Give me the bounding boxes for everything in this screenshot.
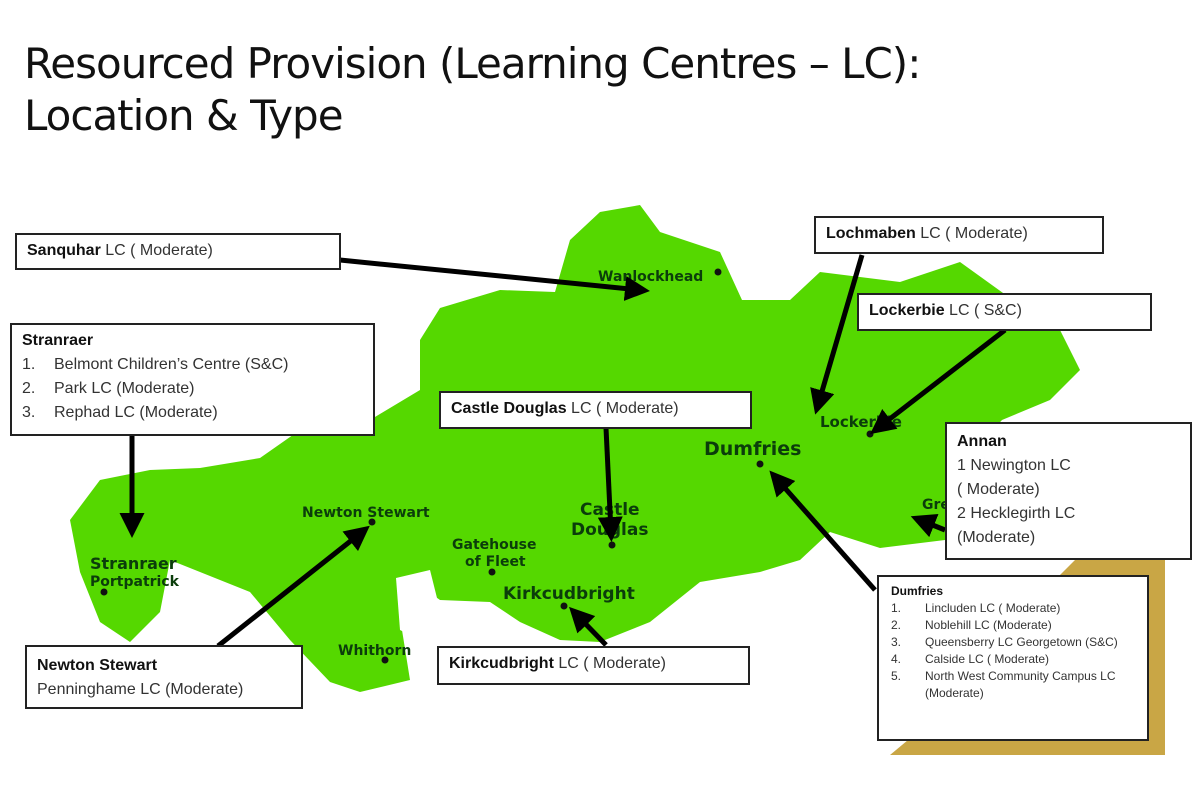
slide-title: Resourced Provision (Learning Centres – … [24,38,921,142]
item-number: 2. [891,618,902,632]
arrow-dumfries [769,470,877,592]
item-number: 4. [891,652,902,666]
arrow-sanquhar [339,257,650,301]
callout-title: Castle Douglas [451,400,567,417]
arrow-lockerbie [870,328,1007,435]
arrow-kirkcudbright [569,606,608,647]
callout-detail: LC ( Moderate) [915,225,1028,242]
arrow-annan [910,513,946,538]
label-dumfries: Dumfries [704,438,801,460]
item-text: Noblehill LC (Moderate) [925,618,1052,632]
callout-title: Sanquhar [27,242,101,259]
list-item: 1. Belmont Children’s Centre (S&C) [22,353,363,377]
callout-detail: LC ( Moderate) [566,400,679,417]
arrow-newton-stewart [216,525,370,648]
item-text: North West Community Campus LC (Moderate… [925,669,1116,700]
list-item: 3. Rephad LC (Moderate) [22,401,363,425]
item-text: Belmont Children’s Centre (S&C) [54,356,289,373]
list-item: 2. Noblehill LC (Moderate) [891,617,1135,634]
callout-title: Kirkcudbright [449,655,554,672]
callout-title: Newton Stewart [37,657,158,674]
callout-lochmaben: Lochmaben LC ( Moderate) [814,216,1104,254]
callout-title: Dumfries [891,584,944,598]
list-item: 5. North West Community Campus LC (Modera… [891,668,1135,702]
item-text: Rephad LC (Moderate) [54,404,218,421]
callout-annan: Annan 1 Newington LC ( Moderate) 2 Heckl… [945,422,1192,560]
item-text: Park LC (Moderate) [54,380,195,397]
label-gretna: Gre [922,497,950,513]
water-inlet [396,570,440,640]
land-area [70,205,1080,692]
label-portpatrick: Portpatrick [90,574,180,590]
callout-lockerbie: Lockerbie LC ( S&C) [857,293,1152,331]
callout-list: 1. Belmont Children’s Centre (S&C) 2. Park… [22,353,363,425]
item-text: Lincluden LC ( Moderate) [925,601,1061,615]
callout-sanquhar: Sanquhar LC ( Moderate) [15,233,341,270]
item-text: Queensberry LC Georgetown (S&C) [925,635,1118,649]
callout-line: 2 Hecklegirth LC [957,505,1076,522]
item-number: 3. [891,635,902,649]
callout-title: Annan [957,433,1007,450]
list-item: 3. Queensberry LC Georgetown (S&C) [891,634,1135,651]
item-number: 3. [22,404,36,421]
label-gatehouse-2: of Fleet [465,554,526,570]
list-item: 1. Lincluden LC ( Moderate) [891,600,1135,617]
list-item: 4. Calside LC ( Moderate) [891,651,1135,668]
callout-stranraer: Stranraer 1. Belmont Children’s Centre (S… [10,323,375,436]
item-number: 1. [22,356,36,373]
arrow-lochmaben [810,254,865,415]
callout-title: Stranraer [22,332,94,349]
item-number: 1. [891,601,902,615]
label-newton-stewart: Newton Stewart [302,505,430,521]
label-kirkcudbright: Kirkcudbright [503,584,635,604]
callout-list: 1. Lincluden LC ( Moderate) 2. Noblehill L… [891,600,1135,702]
callout-dumfries: Dumfries 1. Lincluden LC ( Moderate) 2. No… [877,575,1149,741]
callout-detail: LC ( Moderate) [553,655,666,672]
callout-line: ( Moderate) [957,481,1040,498]
title-line-2: Location & Type [24,91,344,140]
callout-arrows [119,254,1007,648]
callout-line: 1 Newington LC [957,457,1071,474]
callout-detail: LC ( S&C) [944,302,1022,319]
callout-line: (Moderate) [957,529,1036,546]
callout-newton-stewart: Newton Stewart Penninghame LC (Moderate) [25,645,303,709]
callout-detail: LC ( Moderate) [100,242,213,259]
label-gatehouse-1: Gatehouse [452,537,537,553]
callout-kirkcudbright: Kirkcudbright LC ( Moderate) [437,646,750,685]
callout-title: Lockerbie [869,302,945,319]
label-whithorn: Whithorn [338,643,411,659]
callout-detail: Penninghame LC (Moderate) [37,681,244,698]
list-item: 2. Park LC (Moderate) [22,377,363,401]
callout-castle-douglas: Castle Douglas LC ( Moderate) [439,391,752,429]
label-stranraer: Stranraer [90,554,177,573]
item-number: 2. [22,380,36,397]
item-number: 5. [891,669,902,683]
item-text: Calside LC ( Moderate) [925,652,1050,666]
callout-title: Lochmaben [826,225,916,242]
arrow-castle-douglas [597,427,623,542]
title-line-1: Resourced Provision (Learning Centres – … [24,39,921,88]
label-wanlockhead: Wanlockhead [598,269,703,285]
